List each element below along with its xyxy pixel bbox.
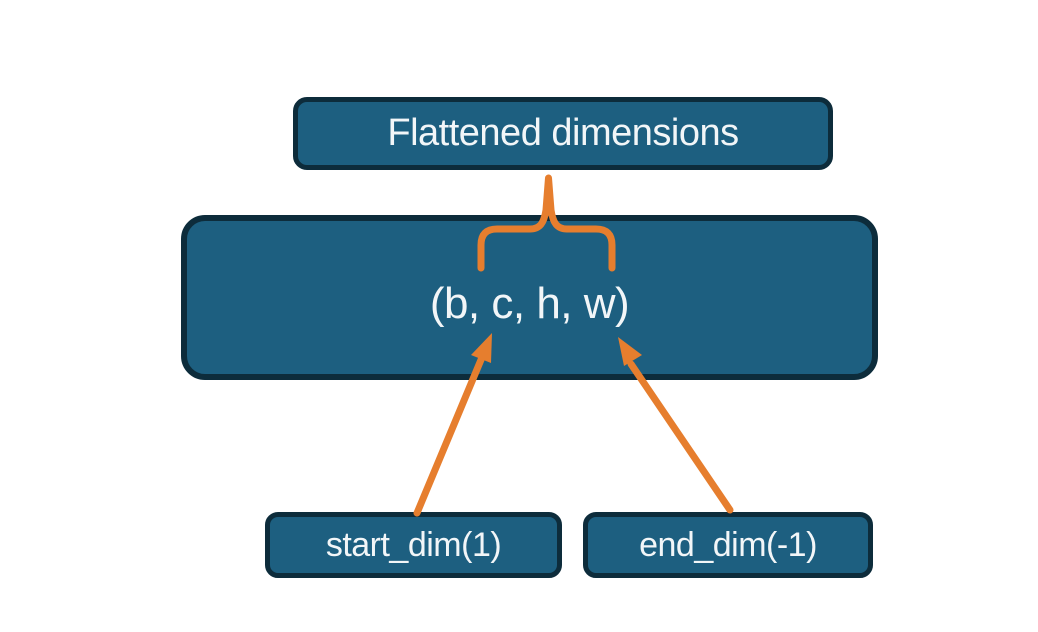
start-dim-label: start_dim(1)	[325, 525, 502, 564]
tensor-shape-node: (b, c, h, w)	[181, 215, 878, 380]
tensor-shape-label: (b, c, h, w)	[429, 278, 630, 328]
flattened-dimensions-label: Flattened dimensions	[387, 112, 739, 154]
end-dim-arrow	[627, 360, 734, 514]
start-dim-node: start_dim(1)	[265, 512, 562, 578]
flattened-dimensions-node: Flattened dimensions	[293, 97, 833, 170]
end-dim-label: end_dim(-1)	[639, 525, 817, 564]
end-dim-node: end_dim(-1)	[583, 512, 873, 578]
